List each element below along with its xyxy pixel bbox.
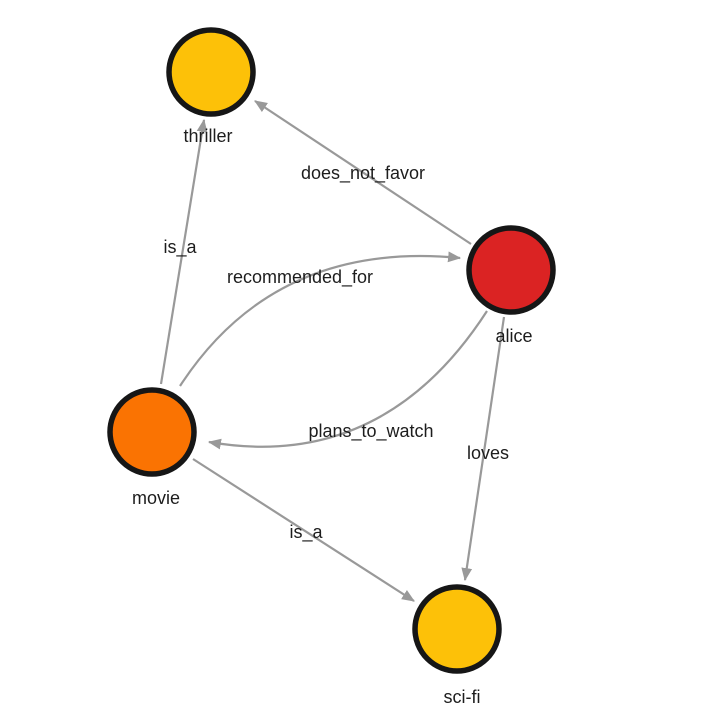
- edge-layer: [159, 100, 506, 602]
- edge-alice-does-not-favor-thriller: [254, 100, 472, 245]
- edge-label-is-a-thriller: is_a: [163, 237, 197, 258]
- node-label-alice: alice: [495, 326, 532, 346]
- node-sci-fi[interactable]: [412, 584, 502, 674]
- edge-alice-plans-to-watch-movie: [207, 310, 488, 450]
- edge-label-loves: loves: [467, 443, 509, 463]
- edge-movie-is-a-sci-fi: [192, 458, 415, 602]
- node-thriller[interactable]: [166, 27, 256, 117]
- node-label-sci-fi: sci-fi: [444, 687, 481, 707]
- edge-label-plans-to-watch: plans_to_watch: [308, 421, 433, 442]
- edge-alice-loves-sci-fi: [461, 316, 506, 582]
- edge-movie-recommended-for-alice: [179, 251, 462, 387]
- edge-label-recommended-for: recommended_for: [227, 267, 373, 288]
- node-layer: [107, 27, 556, 674]
- node-alice[interactable]: [466, 225, 556, 315]
- edge-label-is-a-sci-fi: is_a: [289, 522, 323, 543]
- node-label-movie: movie: [132, 488, 180, 508]
- node-label-layer: thriller alice movie sci-fi: [132, 126, 533, 707]
- edge-label-does-not-favor: does_not_favor: [301, 163, 425, 184]
- node-label-thriller: thriller: [183, 126, 232, 146]
- edge-movie-is-a-thriller: [159, 118, 208, 385]
- edge-label-layer: does_not_favor is_a recommended_for plan…: [163, 163, 509, 543]
- node-movie[interactable]: [107, 387, 197, 477]
